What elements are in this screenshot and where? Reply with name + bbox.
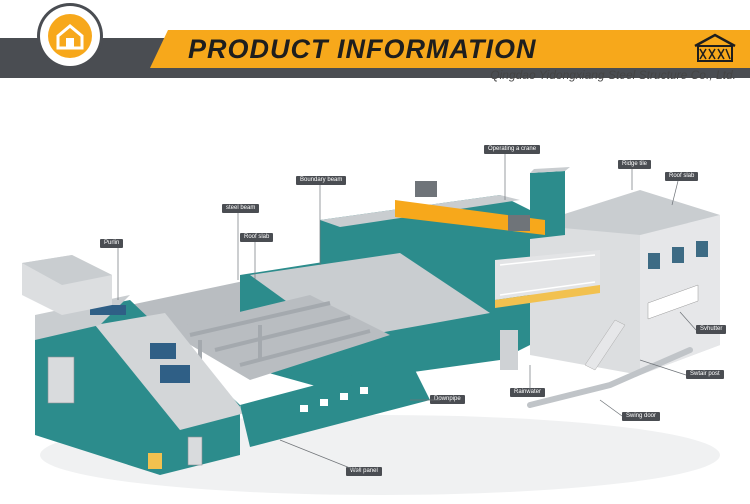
- label-purlin: Purlin: [100, 239, 124, 248]
- label-downpipe: Downpipe: [430, 395, 465, 404]
- label-shutter: Svhutter: [696, 325, 727, 334]
- label-swing-door: Swing door: [622, 412, 661, 421]
- label-boundary-beam: Boundary beam: [296, 176, 347, 185]
- steel-structure-illustration: [22, 167, 720, 495]
- company-name: Qingdao Yidongxiang Steel Structure Co.,…: [490, 68, 736, 82]
- company-logo: [40, 6, 100, 66]
- house-logo-icon: [56, 24, 84, 50]
- building-icon: [694, 33, 736, 62]
- label-roof-slab-right: Roof slab: [665, 172, 699, 181]
- label-roof-slab-left: Roof slab: [240, 233, 274, 242]
- label-ridge-tile: Ridge tile: [618, 160, 652, 169]
- label-swtair-post: Swtair post: [686, 370, 724, 379]
- label-operating-crane: Operating a crane: [484, 145, 541, 154]
- header-banner: PRODUCT INFORMATION Qingdao Yidongxiang …: [0, 0, 750, 92]
- label-steel-beam: steel beam: [222, 204, 260, 213]
- label-wall-panel: Wall panel: [346, 467, 382, 476]
- header-orange-band: [150, 30, 750, 68]
- label-rainwater: Rainwater: [510, 388, 546, 397]
- page-title: PRODUCT INFORMATION: [188, 34, 537, 64]
